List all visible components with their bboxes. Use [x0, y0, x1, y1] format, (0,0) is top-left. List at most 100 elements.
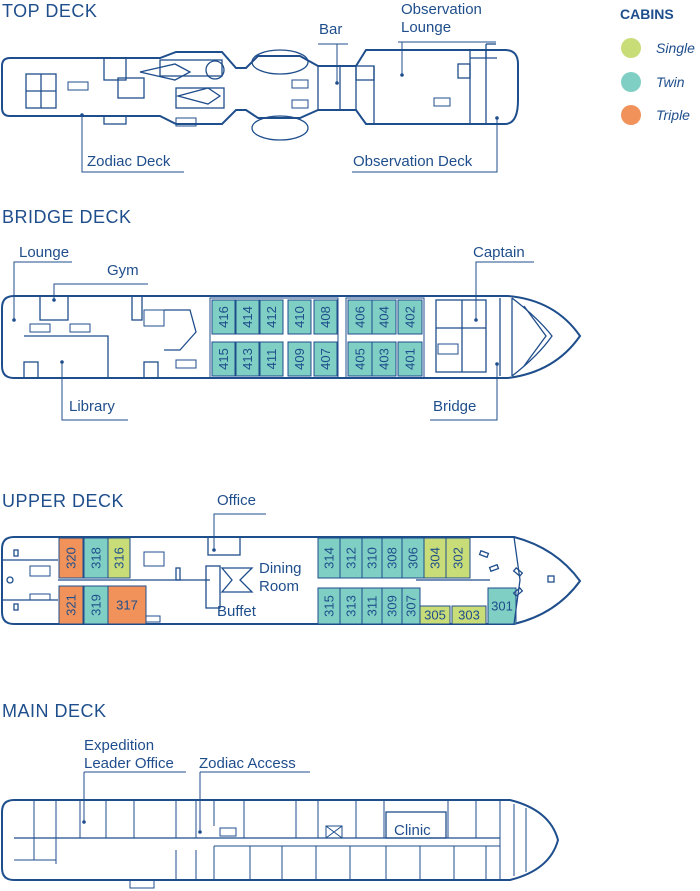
cabin-402[interactable]: 402 — [397, 299, 423, 335]
cabin-box[interactable] — [347, 299, 373, 335]
cabin-408[interactable]: 408 — [313, 299, 338, 335]
cabin-box[interactable] — [211, 341, 236, 377]
cabin-box[interactable] — [235, 299, 260, 335]
cabin-415[interactable]: 415 — [211, 341, 236, 377]
label-zodiac-deck: Zodiac Deck — [87, 153, 171, 170]
cabin-310[interactable]: 310 — [361, 537, 383, 579]
main-deck-stair — [129, 879, 155, 889]
cabin-box[interactable] — [487, 587, 517, 625]
bridge-deck-title: BRIDGE DECK — [2, 207, 132, 227]
cabin-403[interactable]: 403 — [371, 341, 397, 377]
cabin-319[interactable]: 319 — [83, 585, 109, 625]
cabin-302[interactable]: 302 — [445, 537, 471, 579]
cabin-number: 305 — [424, 608, 446, 623]
main-deck-title: MAIN DECK — [2, 701, 107, 721]
cabin-number: 403 — [377, 348, 392, 370]
label-bridge: Bridge — [433, 398, 476, 415]
cabin-box[interactable] — [211, 299, 236, 335]
cabin-box[interactable] — [259, 299, 284, 335]
cabin-box[interactable] — [397, 299, 423, 335]
cabin-410[interactable]: 410 — [287, 299, 312, 335]
cabin-404[interactable]: 404 — [371, 299, 397, 335]
cabin-box[interactable] — [287, 299, 312, 335]
cabin-409[interactable]: 409 — [287, 341, 312, 377]
cabin-407[interactable]: 407 — [313, 341, 338, 377]
cabin-321[interactable]: 321 — [58, 585, 84, 625]
cabin-box[interactable] — [287, 341, 312, 377]
cabin-box[interactable] — [371, 341, 397, 377]
legend-title: CABINS — [620, 6, 674, 22]
cabin-307[interactable]: 307 — [401, 587, 421, 625]
cabin-401[interactable]: 401 — [397, 341, 423, 377]
cabin-318[interactable]: 318 — [83, 537, 109, 579]
cabin-number: 314 — [322, 547, 337, 569]
cabin-406[interactable]: 406 — [347, 299, 373, 335]
zodiac-boat-2 — [175, 87, 222, 105]
cabin-312[interactable]: 312 — [339, 537, 363, 579]
label-office: Office — [217, 492, 256, 509]
cabin-number: 316 — [112, 547, 127, 569]
cabin-number: 414 — [240, 306, 255, 328]
legend-single-label: Single — [656, 40, 695, 56]
cabin-box[interactable] — [347, 341, 373, 377]
cabin-412[interactable]: 412 — [259, 299, 284, 335]
cabin-416[interactable]: 416 — [211, 299, 236, 335]
office-room — [207, 536, 241, 556]
label-clinic: Clinic — [394, 822, 431, 839]
cabin-311[interactable]: 311 — [361, 587, 383, 625]
top-deck: TOP DECK — [1, 1, 519, 173]
cabin-305[interactable]: 305 — [419, 605, 451, 625]
cabin-box[interactable] — [235, 341, 260, 377]
cabin-number: 415 — [216, 348, 231, 370]
cabin-number: 407 — [318, 348, 333, 370]
cabin-box[interactable] — [451, 605, 487, 625]
cabin-box[interactable] — [107, 537, 131, 579]
label-gym: Gym — [107, 262, 139, 279]
cabin-number: 411 — [264, 349, 279, 370]
top-deck-stair-2 — [175, 117, 197, 127]
cabin-box[interactable] — [419, 605, 451, 625]
cabin-313[interactable]: 313 — [339, 587, 363, 625]
cabin-320[interactable]: 320 — [58, 537, 84, 579]
cabin-number: 317 — [116, 598, 138, 613]
label-bar: Bar — [319, 21, 342, 38]
cabin-number: 318 — [89, 547, 104, 569]
cabin-box[interactable] — [313, 299, 338, 335]
cabin-308[interactable]: 308 — [381, 537, 403, 579]
cabin-405[interactable]: 405 — [347, 341, 373, 377]
top-deck-hull — [1, 49, 519, 125]
cabin-number: 401 — [403, 348, 418, 370]
cabin-303[interactable]: 303 — [451, 605, 487, 625]
cabin-number: 409 — [292, 348, 307, 370]
cabin-number: 408 — [318, 306, 333, 328]
cabin-301[interactable]: 301 — [487, 587, 517, 625]
cabin-box[interactable] — [371, 299, 397, 335]
label-captain: Captain — [473, 244, 525, 261]
cabin-314[interactable]: 314 — [317, 537, 341, 579]
cabin-414[interactable]: 414 — [235, 299, 260, 335]
cabin-box[interactable] — [313, 341, 338, 377]
cabin-box[interactable] — [83, 537, 109, 579]
main-deck-hull — [1, 799, 560, 881]
cabin-box[interactable] — [445, 537, 471, 579]
legend-single-swatch — [621, 38, 641, 58]
cabin-413[interactable]: 413 — [235, 341, 260, 377]
cabin-box[interactable] — [83, 585, 109, 625]
cabin-box[interactable] — [58, 537, 84, 579]
cabin-317[interactable]: 317 — [107, 585, 147, 625]
cabins-legend: CABINS Single Twin Triple — [620, 6, 695, 125]
cabin-box[interactable] — [107, 585, 147, 625]
cabin-304[interactable]: 304 — [423, 537, 447, 579]
cabin-315[interactable]: 315 — [317, 587, 341, 625]
label-library: Library — [69, 398, 115, 415]
cabin-316[interactable]: 316 — [107, 537, 131, 579]
main-deck: MAIN DECK Expedition Leader Office Zodia… — [1, 701, 560, 889]
cabin-box[interactable] — [397, 341, 423, 377]
cabin-306[interactable]: 306 — [401, 537, 425, 579]
cabin-box[interactable] — [259, 341, 284, 377]
cabin-411[interactable]: 411 — [259, 341, 284, 377]
cabin-309[interactable]: 309 — [381, 587, 403, 625]
cabin-box[interactable] — [58, 585, 84, 625]
